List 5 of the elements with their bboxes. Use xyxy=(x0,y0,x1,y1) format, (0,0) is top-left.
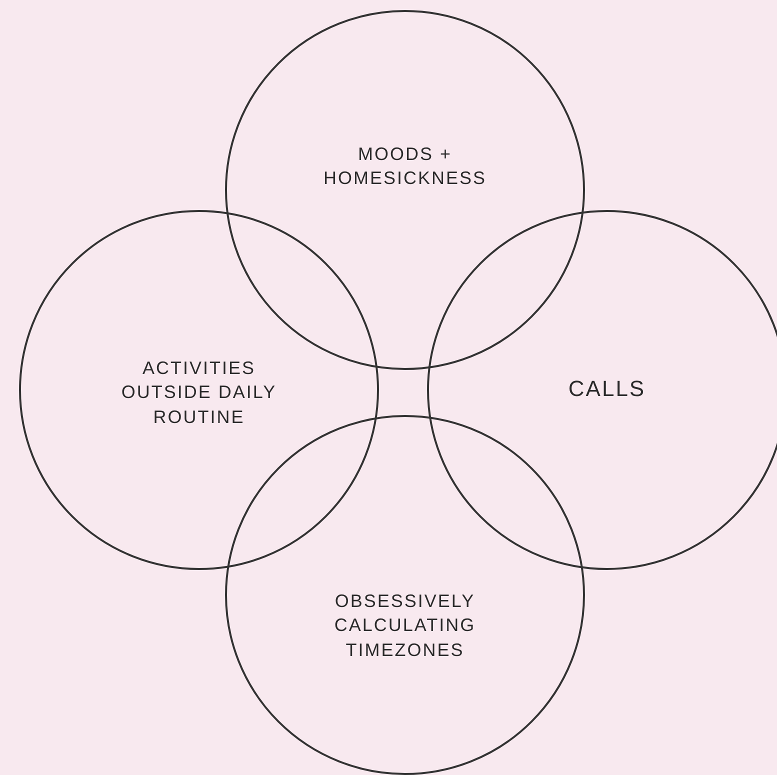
circle-label: CALLS xyxy=(567,375,647,403)
circle-label: MOODS + HOMESICKNESS xyxy=(322,143,488,190)
venn-circle xyxy=(19,210,379,570)
circle-label: OBSESSIVELY CALCULATING TIMEZONES xyxy=(333,590,477,662)
circle-label: ACTIVITIES OUTSIDE DAILY ROUTINE xyxy=(120,357,278,429)
